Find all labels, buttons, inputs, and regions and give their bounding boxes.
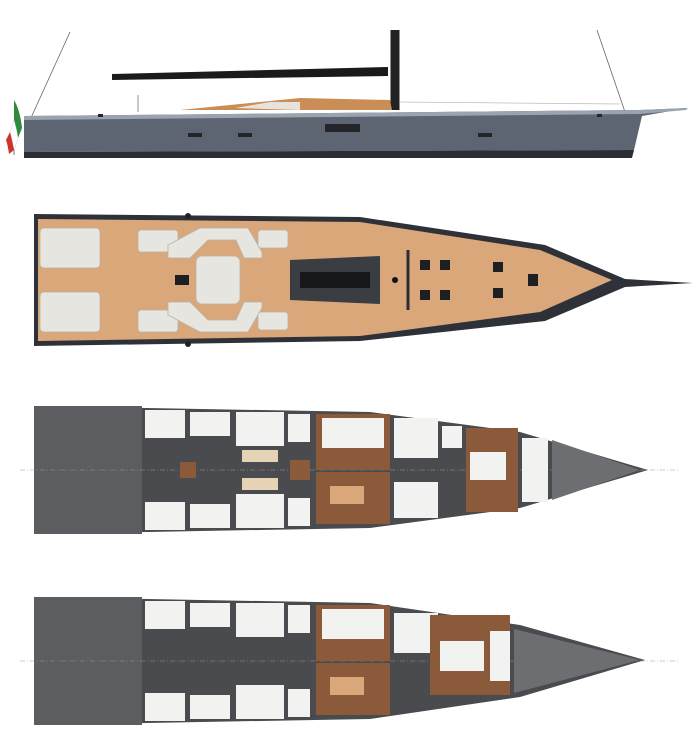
mast-step xyxy=(392,277,398,283)
guest-bed xyxy=(242,478,278,490)
guest-cabin xyxy=(236,603,284,637)
cockpit-cushions xyxy=(235,102,300,110)
hatch xyxy=(440,290,450,300)
backstay-line xyxy=(29,31,71,121)
hatch xyxy=(420,290,430,300)
aft-cockpit-seating xyxy=(39,227,179,333)
hatch xyxy=(440,260,450,270)
main-cockpit-seating xyxy=(167,227,289,333)
owner-bed xyxy=(470,452,506,480)
side-profile-drawing xyxy=(6,29,688,158)
head xyxy=(288,414,310,442)
deck-plan-view xyxy=(0,200,700,360)
head xyxy=(288,605,310,633)
hatch xyxy=(420,260,430,270)
owner-bed xyxy=(440,641,484,671)
hatch xyxy=(528,274,538,286)
boom xyxy=(112,67,388,80)
portlight xyxy=(238,133,252,137)
stairs xyxy=(290,460,310,480)
galley xyxy=(190,695,230,719)
saloon-sofa xyxy=(322,418,384,448)
guest-bed xyxy=(242,450,278,462)
guest-cabin xyxy=(394,482,438,518)
mast-pit xyxy=(300,272,370,288)
portlight xyxy=(188,133,202,137)
centerline-note: C/L from fwd/aft xyxy=(72,656,93,660)
centerline-note: C/L from fwd/aft xyxy=(72,465,93,469)
guardrail xyxy=(399,101,621,105)
owner-bath xyxy=(522,438,548,502)
italian-flag-icon xyxy=(6,100,22,155)
deck-plan-drawing xyxy=(34,213,693,347)
galley xyxy=(190,412,230,436)
interior-layout-1-drawing: C/L from fwd/aft xyxy=(20,406,680,534)
crew-cabin xyxy=(145,502,185,530)
portlight xyxy=(478,133,492,137)
forepeak xyxy=(514,629,640,693)
forestay-line xyxy=(596,29,626,113)
boot-stripe xyxy=(24,150,634,158)
galley xyxy=(190,504,230,528)
galley xyxy=(190,603,230,627)
winch xyxy=(185,341,191,347)
crew-cabin xyxy=(145,693,185,721)
interior-layout-1-view: C/L from fwd/aft xyxy=(0,390,700,550)
interior-layout-2-view: C/L from fwd/aft xyxy=(0,585,700,735)
hatch xyxy=(493,262,503,272)
portlight xyxy=(325,124,360,132)
guest-cabin xyxy=(394,418,438,458)
hatch xyxy=(493,288,503,298)
companionway xyxy=(180,462,196,478)
dining-table xyxy=(330,486,364,504)
head xyxy=(288,689,310,717)
head xyxy=(288,498,310,526)
side-profile-view xyxy=(0,20,700,170)
winch xyxy=(185,213,191,219)
head xyxy=(442,426,462,448)
dining-table xyxy=(330,677,364,695)
helm-station xyxy=(175,275,189,285)
owner-bath xyxy=(490,631,510,681)
interior-layout-2-drawing: C/L from fwd/aft xyxy=(20,597,680,725)
guest-cabin xyxy=(236,412,284,446)
guest-cabin xyxy=(236,685,284,719)
crew-cabin xyxy=(145,410,185,438)
sheer-line xyxy=(24,108,688,120)
portlight xyxy=(597,114,602,117)
forepeak xyxy=(552,440,640,500)
portlight xyxy=(98,114,103,117)
guest-cabin xyxy=(236,494,284,528)
crew-cabin xyxy=(145,601,185,629)
saloon-sofa xyxy=(322,609,384,639)
